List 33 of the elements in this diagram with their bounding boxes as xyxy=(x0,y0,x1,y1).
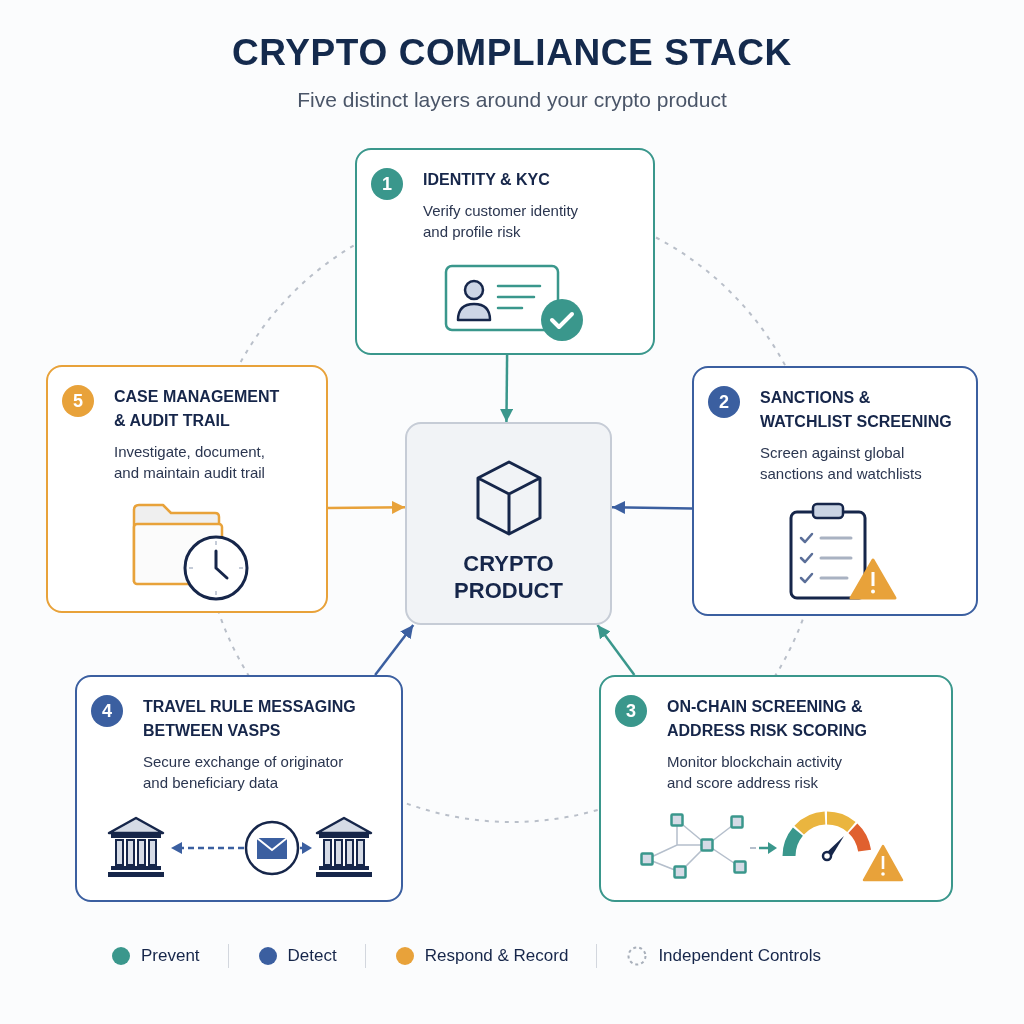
subtitle: Five distinct layers around your crypto product xyxy=(297,87,727,113)
step-number: 5 xyxy=(62,385,94,417)
arrow xyxy=(596,624,636,676)
step-number: 1 xyxy=(371,168,403,200)
layer-description: Investigate, document, and maintain audit trail xyxy=(114,442,266,483)
arrow xyxy=(611,500,693,514)
product-title: CRYPTO PRODUCT xyxy=(453,550,564,604)
legend-label: Respond & Record xyxy=(424,945,569,967)
legend-label: Prevent xyxy=(141,945,200,967)
layer-description: Screen against global sanctions and watchlists xyxy=(760,443,923,484)
legend-label: Independent Controls xyxy=(658,945,821,967)
title: CRYPTO COMPLIANCE STACK xyxy=(232,31,792,75)
step-number: 4 xyxy=(91,695,123,727)
legend-label: Detect xyxy=(287,945,337,967)
layer-title: ON-CHAIN SCREENING & ADDRESS RISK SCORING xyxy=(667,697,869,741)
step-number: 2 xyxy=(708,386,740,418)
layer-title: SANCTIONS & WATCHLIST SCREENING xyxy=(760,388,953,432)
layer-card xyxy=(599,675,953,902)
layer-description: Secure exchange of originator and beneficiary data xyxy=(143,752,345,793)
layer-title: IDENTITY & KYC xyxy=(423,170,551,190)
step-number: 3 xyxy=(615,695,647,727)
layer-card xyxy=(692,366,978,616)
product-card xyxy=(405,422,612,625)
layer-card xyxy=(46,365,328,613)
layer-title: CASE MANAGEMENT & AUDIT TRAIL xyxy=(114,387,281,431)
arrow xyxy=(374,624,415,676)
layer-card xyxy=(355,148,655,355)
layer-description: Monitor blockchain activity and score address risk xyxy=(667,752,844,793)
layer-title: TRAVEL RULE MESSAGING BETWEEN VASPS xyxy=(143,697,357,741)
layer-description: Verify customer identity and profile risk xyxy=(423,201,580,242)
layer-card xyxy=(75,675,403,902)
arrow xyxy=(328,500,405,514)
arrow xyxy=(500,355,514,422)
